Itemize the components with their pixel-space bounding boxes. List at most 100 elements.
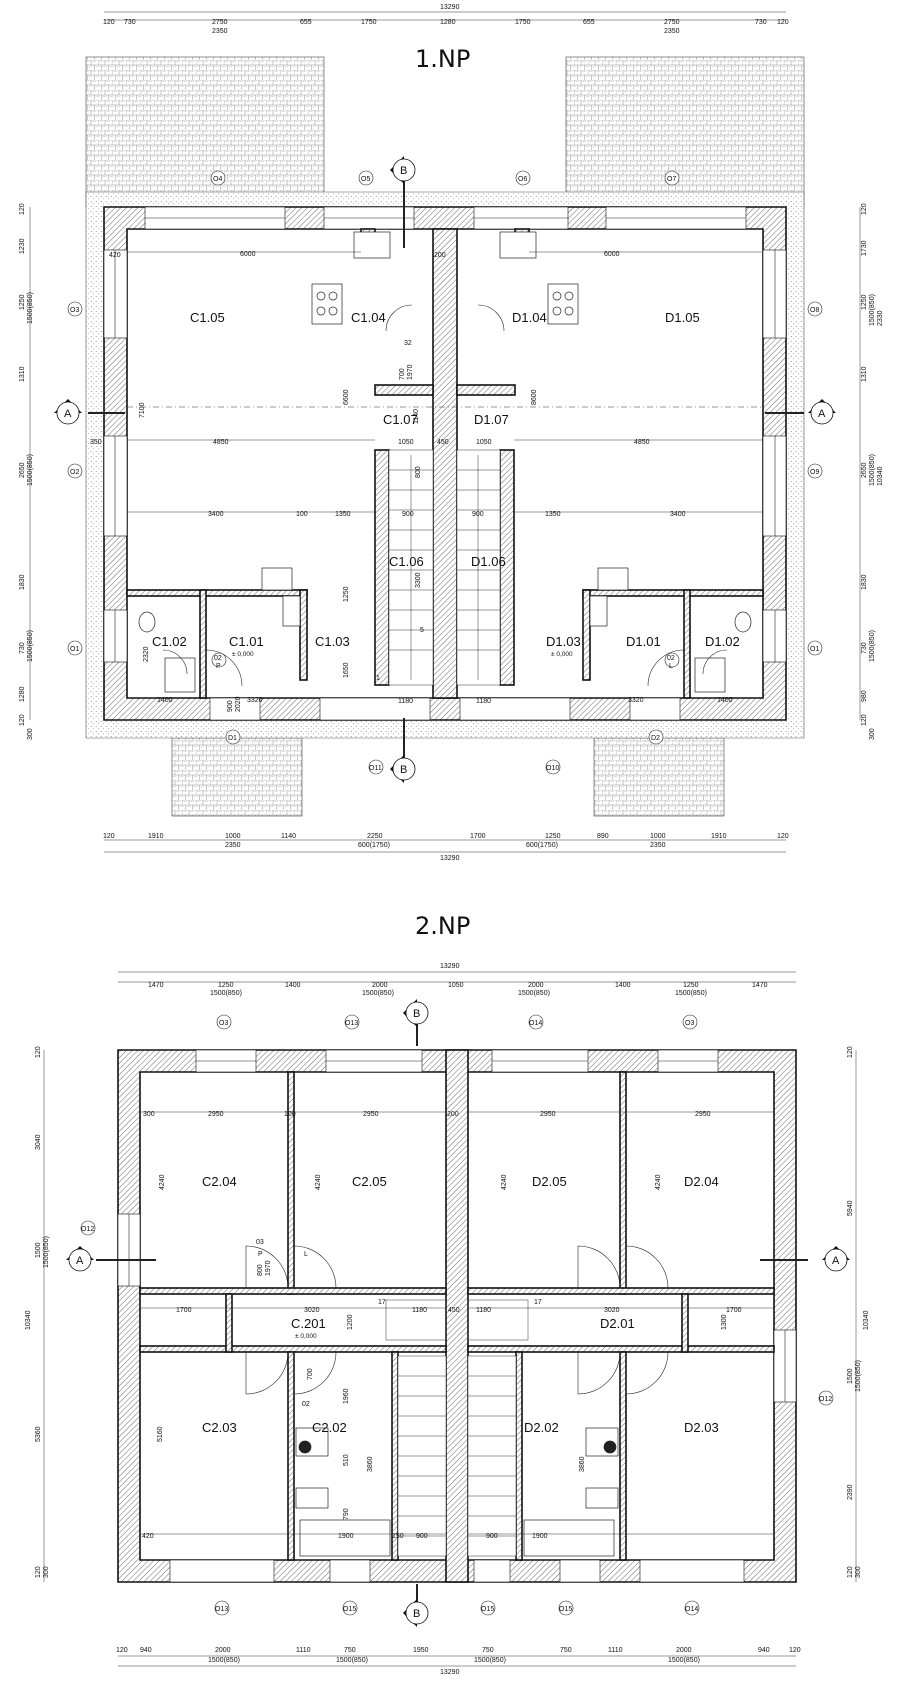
dimension-label: 2650	[861, 462, 868, 478]
dimension-label: 2650	[19, 462, 26, 478]
section-b-top-1np: B	[400, 165, 407, 177]
dimension-label: 4240	[315, 1174, 322, 1190]
dimension-label: 10340	[863, 1310, 870, 1330]
dimension-label: 120	[847, 1046, 854, 1058]
dimension-label: O5	[361, 176, 370, 183]
dimension-label: 700	[307, 1368, 314, 1380]
dimension-label: 6600	[343, 389, 350, 405]
dimension-label: 890	[597, 833, 609, 840]
dimension-label: 1050	[398, 439, 414, 446]
room-c102: C1.02	[152, 634, 187, 649]
dimension-label: 1250	[861, 294, 868, 310]
dimension-label: 1310	[19, 366, 26, 382]
room-labels-1np: C1.05 C1.04 D1.04 D1.05 C1.07 D1.07 C1.0…	[152, 310, 740, 658]
dimension-label: 1750	[361, 19, 377, 26]
dimension-label: 1500	[35, 1242, 42, 1258]
dimension-label: 4240	[655, 1174, 662, 1190]
dimension-label: 1300	[721, 1314, 728, 1330]
dimension-label: 4240	[501, 1174, 508, 1190]
dimension-label: 17	[378, 1299, 386, 1306]
party-wall-2np	[445, 1049, 469, 1583]
dimension-label: O12	[81, 1226, 94, 1233]
dimension-label: 1500(850)	[474, 1657, 506, 1664]
section-a-right-2np: A	[832, 1255, 840, 1267]
dimension-label: 02	[667, 655, 675, 662]
dimension-label: 1400	[615, 982, 631, 989]
dimension-label: 1400	[157, 697, 173, 704]
dimension-label: 1500(850)	[208, 1657, 240, 1664]
dimension-label: 1180	[476, 698, 491, 705]
dimension-label: 3320	[628, 697, 644, 704]
section-b-bottom-1np: B	[400, 764, 407, 776]
room-d204: D2.04	[684, 1174, 719, 1189]
dimension-label: 1140	[413, 409, 420, 424]
dimension-label: 1730	[861, 240, 868, 256]
overall-top-2np: 13290	[440, 963, 460, 970]
dimension-label: 17	[534, 1299, 542, 1306]
dimension-label: 1500(850)	[43, 1236, 50, 1268]
dimension-label: 655	[300, 19, 312, 26]
dimension-label: 2950	[363, 1111, 379, 1118]
dimension-label: 1280	[440, 19, 456, 26]
dimension-label: 1900	[532, 1533, 548, 1540]
dimension-label: 1500(850)	[675, 990, 707, 997]
floor-2-plan: 2.NP	[25, 912, 870, 1676]
dimension-label: 1830	[861, 574, 868, 590]
dimension-label: 200	[434, 252, 446, 259]
dimension-label: 1180	[412, 1307, 427, 1314]
dimension-label: 900	[486, 1533, 498, 1540]
dimension-label: 1350	[335, 511, 351, 518]
overall-bottom-1np: 13290	[440, 855, 460, 862]
dimension-label: 1500(850)	[27, 630, 34, 662]
dimension-label: 980	[861, 690, 868, 702]
section-a-right-1np: A	[818, 408, 826, 420]
dimension-label: O13	[215, 1606, 228, 1613]
dimension-label: 750	[482, 1647, 494, 1654]
dimension-label: 700	[399, 368, 406, 380]
dimension-label: 120	[19, 714, 26, 726]
dimension-label: 600(1750)	[526, 842, 558, 849]
dimension-label: 900	[227, 700, 234, 712]
dimension-label: O3	[685, 1020, 694, 1027]
dimension-label: 2350	[225, 842, 241, 849]
dimension-label: 120	[19, 203, 26, 215]
overall-top-1np: 13290	[440, 4, 460, 11]
dimension-label: 1470	[148, 982, 164, 989]
room-d201: D2.01	[600, 1316, 635, 1331]
dimension-label: 1500(850)	[336, 1657, 368, 1664]
dimension-label: O15	[343, 1606, 356, 1613]
dimension-label: 1950	[413, 1647, 429, 1654]
dimension-label: 450	[437, 439, 449, 446]
dimension-label: 1500(850)	[855, 1360, 862, 1392]
dimension-label: 10340	[877, 466, 884, 486]
level-d103: ± 0,000	[551, 651, 573, 658]
dimension-label: 120	[847, 1566, 854, 1578]
dimension-label: 1	[376, 675, 380, 682]
dimension-label: O3	[219, 1020, 228, 1027]
dimension-label: 730	[755, 19, 767, 26]
room-d101: D1.01	[626, 634, 661, 649]
dimension-label: 800	[257, 1264, 264, 1276]
dimension-label: 1050	[448, 982, 464, 989]
dimension-label: D2	[651, 735, 660, 742]
dimension-label: 1250	[545, 833, 561, 840]
section-a-left-1np: A	[64, 408, 72, 420]
dimension-label: 3320	[247, 697, 263, 704]
dimension-label: 600(1750)	[358, 842, 390, 849]
room-d107: D1.07	[474, 412, 509, 427]
dimension-label: 1180	[476, 1307, 491, 1314]
dimension-label: 120	[777, 19, 789, 26]
bottom-dims-1np: 120 1910 1000 1140 2250 1700 1250 890 10…	[103, 833, 789, 862]
dimension-label: 1250	[19, 294, 26, 310]
dimension-label: O4	[213, 176, 222, 183]
dimension-label: 1500(850)	[27, 292, 34, 324]
dimension-label: 1750	[515, 19, 531, 26]
dimension-label: 900	[472, 511, 484, 518]
dimension-label: 1250	[683, 982, 699, 989]
dimension-label: 2350	[664, 28, 680, 35]
dimension-label: 2950	[208, 1111, 224, 1118]
window-glass-2np	[128, 1060, 786, 1402]
dimension-label: 120	[103, 833, 115, 840]
dimension-label: 1650	[343, 662, 350, 678]
top-dims-2np: 13290 1470 1250 1400 2000 1050 2000 1400…	[148, 963, 768, 997]
